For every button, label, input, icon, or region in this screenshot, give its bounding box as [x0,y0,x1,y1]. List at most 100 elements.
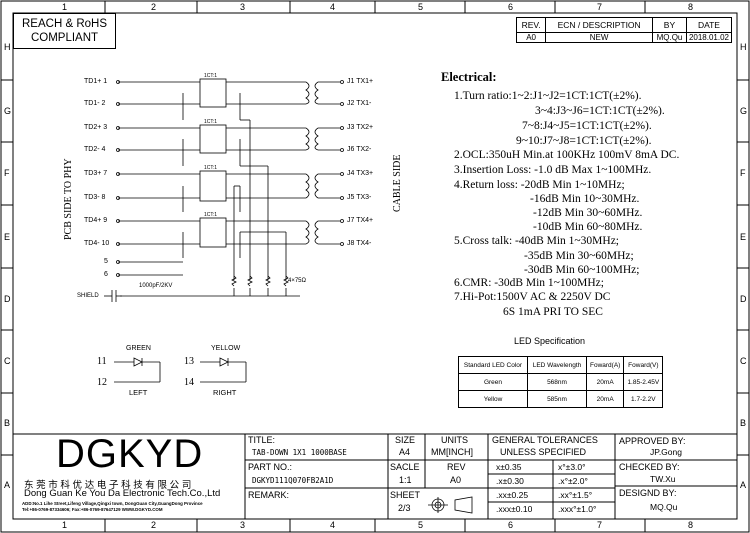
approved-value: JP.Gong [650,447,682,457]
pin-label: TD4+ 9 [84,217,108,224]
row-label: C [4,356,11,366]
jack-pin-label: J4 TX3+ [347,170,374,177]
company-logo: DGKYD [56,432,204,476]
pin-label: TD1- 2 [84,100,106,107]
led-spec-cell: 1.7-2.2V [623,390,664,408]
company-contact: Tel:+86-0769-87334606; Fax:+86-0769-8764… [22,507,163,512]
spec-line: 9~10:J7~J8=1CT:1CT(±2%). [516,135,652,147]
spec-line: 6.CMR: -30dB Min 1~100MHz; [454,277,604,289]
ratio-label: 1CT:1 [204,119,217,125]
spec-line: 3.Insertion Loss: -1.0 dB Max 1~100MHz. [454,164,652,176]
company-name-en: Dong Guan Ke You Da Electronic Tech.Co.,… [24,488,221,499]
col-label: 6 [508,520,514,530]
col-label: 1 [62,520,68,530]
tolerance-angular: x°±3.0° [558,462,586,472]
pin-label: TD3- 8 [84,194,106,201]
company-name-cn: 东 莞 市 科 优 达 电 子 科 技 有 限 公 司 [24,480,192,491]
spec-line: 5.Cross talk: -40dB Min 1~30MHz; [454,235,619,247]
row-label: F [4,168,10,178]
col-label: 4 [330,2,336,12]
company-address: ADD:No.1 Lihe Street,Lifeng Village,Qing… [22,501,203,506]
pin-label: TD3+ 7 [84,170,108,177]
led-diagram [114,357,247,383]
row-label: H [4,42,11,52]
checked-value: TW.Xu [650,474,676,484]
tolerance-linear: x±0.35 [496,462,522,472]
scale-value: 1:1 [399,475,412,485]
compliance-line2: COMPLIANT [30,32,99,44]
spec-line: -12dB Min 30~60MHz. [533,207,643,219]
led-spec-cell: 20mA [585,390,625,408]
row-label: D [740,294,747,304]
tolerance-linear: .x±0.30 [496,476,524,486]
jack-pin-label: J6 TX2- [347,146,372,153]
col-label: 8 [688,2,694,12]
remark-label: REMARK: [248,490,290,500]
ratio-label: 1CT:1 [204,73,217,79]
spec-line: -30dB Min 60~100MHz; [524,264,640,276]
jack-pin-label: J5 TX3- [347,194,372,201]
part-no-label: PART NO.: [248,462,293,472]
designed-value: MQ.Qu [650,502,678,512]
row-label: G [740,106,748,116]
col-label: 3 [240,2,246,12]
compliance-box: REACH & RoHS COMPLIANT [13,13,116,49]
led-pin: 13 [184,356,194,367]
date-cell: 2018.01.02 [685,32,733,43]
tolerance-angular: .x°±2.0° [558,476,588,486]
spec-line: 1.Turn ratio:1~2:J1~J2=1CT:1CT(±2%). [454,90,642,102]
pin-label: 6 [104,271,108,278]
row-label: F [740,168,746,178]
tolerance-title: GENERAL TOLERANCES [492,435,598,445]
spec-line: 4.Return loss: -20dB Min 1~10MHz; [454,179,625,191]
col-label: 2 [151,2,157,12]
ratio-label: 1CT:1 [204,212,217,218]
col-label: 6 [508,2,514,12]
cap-label: 1000pF/2KV [139,283,173,289]
tolerance-subtitle: UNLESS SPECIFIED [500,447,587,457]
tolerance-linear: .xx±0.25 [496,490,529,500]
spec-line: 6S 1mA PRI TO SEC [503,306,603,318]
led-pin: 11 [97,356,107,367]
approved-label: APPROVED BY: [619,436,686,446]
scale-label: SACLE [390,462,420,472]
row-label: H [740,42,747,52]
col-label: 5 [418,2,424,12]
led-spec-title: LED Specification [514,336,586,346]
transformer-schematic: 1CT:1 1CT:1 1CT:1 1CT:1 [104,73,344,302]
spec-line: -35dB Min 30~60MHz; [524,250,634,262]
size-value: A4 [399,447,411,457]
spec-line: 7.Hi-Pot:1500V AC & 2250V DC [454,291,611,303]
tolerance-linear: .xxx±0.10 [496,504,533,514]
compliance-line1: REACH & RoHS [22,18,107,30]
spec-line: 2.OCL:350uH Min.at 100KHz 100mV 8mA DC. [454,149,680,161]
pin-label: TD2- 4 [84,146,106,153]
row-label: B [4,418,11,428]
led-spec-cell: Yellow [458,390,528,408]
col-label: 4 [330,520,336,530]
sheet-value: 2/3 [398,503,411,513]
title-value: TAB-DOWN 1X1 1000BASE [252,448,347,457]
sheet-label: SHEET [390,490,421,500]
checked-label: CHECKED BY: [619,462,680,472]
col-label: 3 [240,520,246,530]
pin-label: TD4- 10 [84,240,110,247]
row-label: A [4,480,11,490]
title-label: TITLE: [248,435,276,445]
led-pin: 12 [97,377,107,388]
spec-line: -16dB Min 10~30MHz. [530,193,640,205]
pin-label: TD2+ 3 [84,124,108,131]
units-label: UNITS [441,435,468,445]
jack-pin-label: J8 TX4- [347,240,372,247]
row-label: D [4,294,11,304]
row-label: G [4,106,12,116]
channel-3 [116,170,344,212]
right-led-label: RIGHT [213,388,237,397]
part-no-value: DGKYD111Q070FB2A1D [252,476,334,485]
yellow-led-label: YELLOW [211,345,241,352]
col-label: 7 [597,2,603,12]
row-label: B [740,418,747,428]
channel-1 [116,78,344,120]
